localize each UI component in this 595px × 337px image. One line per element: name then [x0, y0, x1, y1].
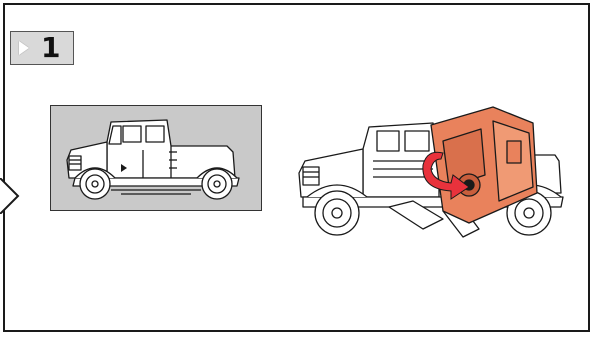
transforming-robot-illustration — [293, 101, 571, 251]
instruction-frame: 1 — [3, 3, 590, 332]
step-badge: 1 — [10, 31, 74, 65]
play-triangle-icon — [19, 41, 29, 55]
truck-mode-illustration — [51, 106, 260, 209]
step-number: 1 — [41, 34, 60, 62]
before-truck-panel — [50, 105, 262, 211]
chevron-right-icon — [0, 178, 20, 214]
